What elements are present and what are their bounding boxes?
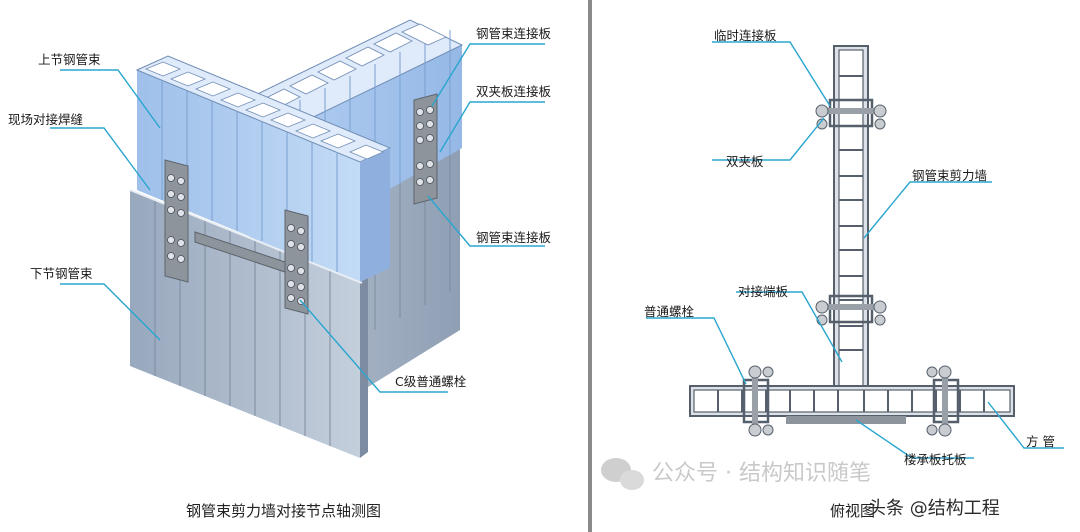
- label-c-bolt: C级普通螺栓: [395, 374, 467, 389]
- axonometric-drawing: 上节钢管束 现场对接焊缝 下节钢管束 钢管束连接板 双夹板连接板 钢管束连接板 …: [8, 19, 552, 520]
- horizontal-wall: [689, 385, 1015, 424]
- vertical-wall: [833, 45, 869, 391]
- leader-lines: [50, 43, 545, 393]
- label-site-weld: 现场对接焊缝: [8, 112, 83, 127]
- label-temp-plate: 临时连接板: [714, 28, 777, 43]
- label-butt-end-plate: 对接端板: [738, 284, 789, 299]
- label-double-clamp-plate: 双夹板连接板: [476, 84, 552, 99]
- clamp-set-lower: [815, 294, 887, 326]
- plan-view-drawing: 临时连接板 双夹板 钢管束剪力墙 对接端板 普通螺栓 方 管 楼承板托板 俯视图: [644, 28, 1064, 520]
- plan-leader-lines: [646, 41, 1064, 459]
- axonometric-panel: 上节钢管束 现场对接焊缝 下节钢管束 钢管束连接板 双夹板连接板 钢管束连接板 …: [8, 19, 552, 520]
- connection-plate-right: [413, 93, 438, 205]
- connection-plate-mid: [284, 209, 309, 315]
- label-lower-bundle: 下节钢管束: [30, 266, 93, 281]
- label-floor-bracket: 楼承板托板: [904, 452, 967, 467]
- connection-plate-left: [164, 159, 189, 283]
- label-conn-plate-top: 钢管束连接板: [476, 26, 552, 41]
- label-common-bolt: 普通螺栓: [644, 304, 695, 319]
- panel-divider: [588, 0, 592, 532]
- label-double-clamp: 双夹板: [726, 154, 764, 169]
- clamp-set-upper: [815, 98, 887, 130]
- right-caption: 俯视图: [830, 502, 875, 520]
- label-shear-wall: 钢管束剪力墙: [912, 168, 987, 183]
- clamp-set-h-right: [926, 365, 960, 437]
- label-conn-plate-mid: 钢管束连接板: [476, 230, 552, 245]
- label-upper-bundle: 上节钢管束: [38, 52, 101, 67]
- left-caption: 钢管束剪力墙对接节点轴测图: [186, 502, 381, 520]
- label-square-tube: 方 管: [1026, 434, 1055, 449]
- plan-view-panel: 临时连接板 双夹板 钢管束剪力墙 对接端板 普通螺栓 方 管 楼承板托板 俯视图: [594, 0, 1080, 532]
- clamp-set-h-left: [742, 365, 774, 437]
